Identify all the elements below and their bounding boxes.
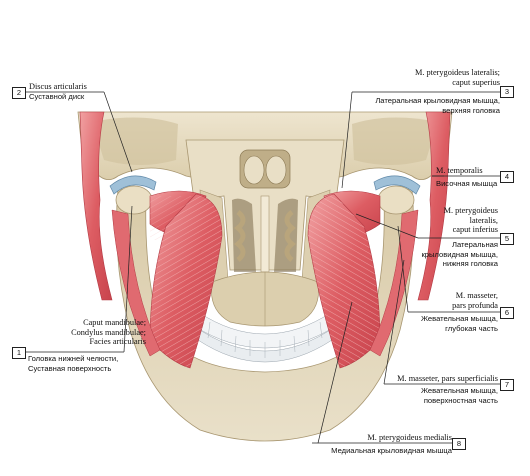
label-7-latin: M. masseter, pars superficialis — [386, 374, 498, 384]
label-3-russian-1: Латеральная крыловидная мышца, — [375, 96, 500, 105]
label-5-russian-2: крыловидная мышца, — [421, 249, 498, 259]
label-2: Discus articularis Суставной диск — [29, 82, 87, 101]
label-8-russian-1: Медиальная крыловидная мышца — [331, 446, 452, 455]
label-number-1: 1 — [12, 347, 26, 359]
label-5-russian: Латеральная крыловидная мышца, нижняя го… — [400, 240, 498, 269]
temporalis-right — [417, 111, 451, 301]
label-2-russian: Суставной диск — [29, 91, 85, 101]
label-number-2: 2 — [12, 87, 26, 99]
label-number-3: 3 — [500, 86, 514, 98]
temporalis-left — [79, 111, 113, 301]
label-6-russian: Жевательная мышца, глубокая часть — [400, 314, 498, 333]
label-7-russian-2: поверхностная часть — [423, 395, 498, 405]
label-4-latin: M. temporalis — [436, 166, 483, 175]
label-number-7: 7 — [500, 379, 514, 391]
label-6: M. masseter, pars profunda — [420, 291, 498, 310]
label-5-latin-2: lateralis, — [469, 215, 498, 225]
label-2-latin: Discus articularis — [29, 82, 87, 91]
label-6-latin-2: pars profunda — [452, 300, 498, 310]
label-1-russian-2: Суставная поверхность — [28, 363, 112, 373]
label-8-russian: Медиальная крыловидная мышца — [316, 446, 452, 456]
label-3: M. pterygoideus lateralis; caput superiu… — [360, 68, 500, 87]
label-1-russian: Головка нижней челюсти, Суставная поверх… — [28, 354, 118, 373]
label-3-russian-2: верхняя головка — [442, 105, 500, 115]
label-3-latin-2: caput superius — [452, 77, 500, 87]
disc-right — [373, 175, 421, 195]
disc-left — [109, 175, 157, 195]
label-1-latin-3: Facies articularis — [89, 337, 146, 347]
label-6-latin-1: M. masseter, — [455, 291, 498, 300]
label-number-4: 4 — [500, 171, 514, 183]
label-7-russian-1: Жевательная мышца, — [421, 386, 498, 395]
label-1-latin-1: Caput mandibulae; — [83, 318, 146, 327]
label-7-latin-1: M. masseter, pars superficialis — [397, 374, 498, 383]
label-number-8: 8 — [452, 438, 466, 450]
label-7-russian: Жевательная мышца, поверхностная часть — [386, 386, 498, 405]
label-8-latin-1: M. pterygoideus medialis — [367, 433, 452, 442]
label-6-russian-1: Жевательная мышца, — [421, 314, 498, 323]
label-3-russian: Латеральная крыловидная мышца, верхняя г… — [360, 96, 500, 115]
label-3-latin-1: M. pterygoideus lateralis; — [414, 68, 500, 77]
label-8-latin: M. pterygoideus medialis — [322, 433, 452, 443]
label-5: M. pterygoideus lateralis, caput inferiu… — [420, 206, 498, 235]
label-6-russian-2: глубокая часть — [445, 323, 498, 333]
label-1: Caput mandibulae; Condylus mandibulae; F… — [28, 318, 146, 347]
label-4-russian: Височная мышца — [436, 179, 498, 188]
label-5-latin-3: caput inferius — [452, 225, 498, 235]
label-number-6: 6 — [500, 307, 514, 319]
label-5-russian-1: Латеральная — [451, 240, 498, 249]
label-1-latin-2: Condylus mandibulae; — [71, 327, 146, 337]
label-5-latin-1: M. pterygoideus — [443, 206, 498, 215]
label-number-5: 5 — [500, 233, 514, 245]
label-1-russian-1: Головка нижней челюсти, — [28, 354, 119, 363]
label-5-russian-3: нижняя головка — [442, 259, 498, 269]
